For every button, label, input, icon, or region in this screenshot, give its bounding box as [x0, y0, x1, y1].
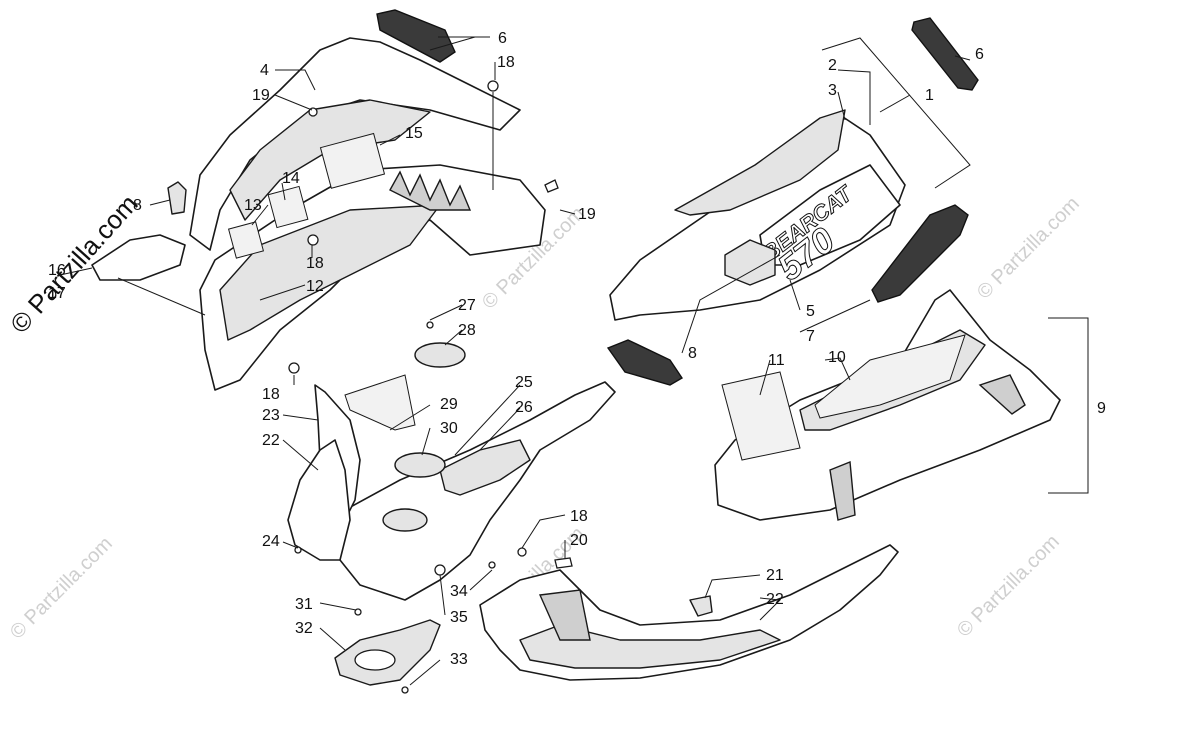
callout-14: 14 — [282, 170, 300, 187]
grommet-28 — [414, 342, 466, 368]
decal-11 — [721, 371, 801, 461]
callout-32: 32 — [295, 620, 313, 637]
callout-13: 13 — [244, 197, 262, 214]
bracket-8-left — [167, 181, 187, 215]
headlight-lens-area — [219, 204, 441, 341]
watermark-tile: © Partzilla.com — [973, 193, 1084, 304]
callout-11: 11 — [768, 352, 785, 369]
nut-18-upper — [487, 80, 499, 92]
callout-6-right: 6 — [975, 46, 984, 63]
screw-20 — [554, 557, 573, 569]
boot-opening — [354, 649, 396, 671]
callout-25: 25 — [515, 374, 533, 391]
callout-4: 4 — [260, 62, 269, 79]
callout-24: 24 — [262, 533, 280, 550]
callout-35: 35 — [450, 609, 468, 626]
callout-19-right: 19 — [578, 206, 596, 223]
lower-panel-vent — [978, 374, 1026, 415]
callout-8-left: 8 — [133, 197, 142, 214]
watermark-tile: © Partzilla.com — [6, 533, 117, 644]
callout-26: 26 — [515, 399, 533, 416]
callout-18-bottom: 18 — [570, 508, 588, 525]
clip-21 — [689, 595, 713, 617]
decal-13 — [227, 221, 265, 259]
vent-grille-8 — [606, 339, 683, 386]
screw-35 — [434, 564, 446, 576]
callout-10: 10 — [828, 349, 846, 366]
callout-28: 28 — [458, 322, 476, 339]
lower-panel-slot — [829, 461, 856, 521]
callout-15: 15 — [405, 125, 423, 142]
callout-34: 34 — [450, 583, 468, 600]
vent-grille-7 — [871, 204, 969, 303]
cooling-fins — [389, 170, 472, 211]
nut-18-lower — [288, 362, 300, 374]
callout-29: 29 — [440, 396, 458, 413]
bracket-9 — [1048, 317, 1089, 494]
hood-shell — [189, 37, 521, 251]
callout-33: 33 — [450, 651, 468, 668]
belly-pan-assembly — [287, 321, 616, 694]
side-panel-decal-band — [674, 109, 846, 216]
leader-lines — [59, 36, 971, 686]
skid-channel — [538, 589, 591, 641]
callout-8-right: 8 — [688, 345, 697, 362]
side-panel-assembly: BEARCAT 570 — [606, 17, 979, 386]
skid-plate-assembly — [479, 544, 899, 681]
callout-1: 1 — [925, 87, 934, 104]
hood-inner-panel — [229, 99, 431, 221]
vent-grille-top-right — [911, 17, 979, 91]
callout-22-bottom: 22 — [766, 591, 784, 608]
callout-6-left: 6 — [498, 30, 507, 47]
callout-22-left: 22 — [262, 432, 280, 449]
inner-panel-26 — [439, 439, 531, 496]
vent-grille-top-left — [376, 9, 456, 63]
callout-30: 30 — [440, 420, 458, 437]
nut-18-mid — [307, 234, 319, 246]
callout-labels: 6 18 4 19 15 14 13 8 16 17 18 12 19 18 2… — [48, 30, 1106, 668]
rivet-33 — [401, 686, 409, 694]
callout-3: 3 — [828, 82, 837, 99]
callout-21: 21 — [766, 567, 784, 584]
side-trim-16-17 — [91, 234, 186, 281]
callout-23: 23 — [262, 407, 280, 424]
screw-19-right — [544, 179, 559, 193]
rivet-34 — [488, 561, 496, 569]
callout-18-lower: 18 — [262, 386, 280, 403]
callout-19-upper: 19 — [252, 87, 270, 104]
nut-18-bottom — [517, 547, 527, 557]
callout-5: 5 — [806, 303, 815, 320]
grommet-lower — [382, 508, 428, 532]
callout-18-top: 18 — [497, 54, 515, 71]
watermark-tile: © Partzilla.com — [953, 531, 1064, 642]
callout-27: 27 — [458, 297, 476, 314]
rivet-24 — [294, 546, 302, 554]
decal-15 — [319, 132, 386, 189]
callout-16: 16 — [48, 262, 66, 279]
inner-panel-25 — [339, 381, 616, 601]
grommet-30 — [394, 452, 446, 478]
rivet-31 — [354, 608, 362, 616]
callout-18-mid: 18 — [306, 255, 324, 272]
callout-31: 31 — [295, 596, 313, 613]
callout-17: 17 — [48, 285, 66, 302]
bracket-1 — [821, 37, 971, 189]
callout-12: 12 — [306, 278, 324, 295]
decal-29 — [344, 374, 416, 431]
hood-assembly — [91, 9, 559, 391]
rivet-27 — [426, 321, 434, 329]
side-vent-5 — [724, 239, 776, 286]
side-bracket-22 — [287, 439, 351, 561]
callout-9: 9 — [1097, 400, 1106, 417]
decal-10 — [814, 334, 966, 419]
callout-20: 20 — [570, 532, 588, 549]
callout-2: 2 — [828, 57, 837, 74]
callout-7: 7 — [806, 328, 815, 345]
lower-side-panel — [714, 289, 1089, 521]
